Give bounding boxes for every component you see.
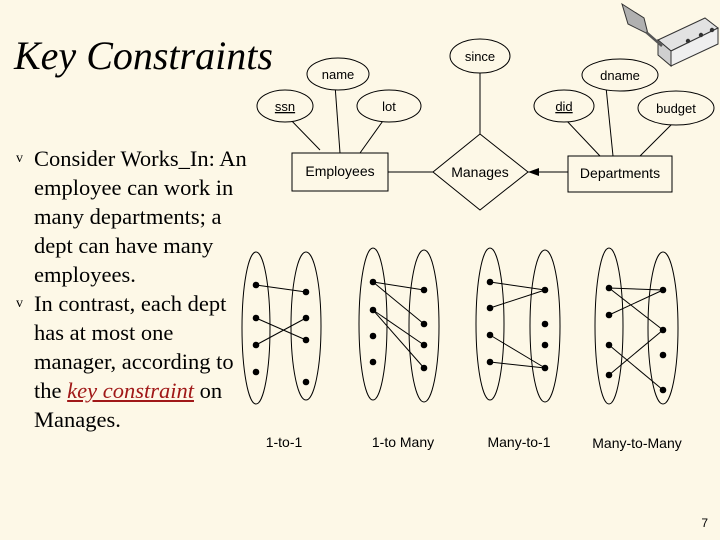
relationship-manages: Manages	[432, 133, 529, 211]
cardinality-diagram-one-to-many: 1-to Many	[358, 247, 440, 450]
attribute-since: since	[449, 38, 511, 74]
attribute-label: lot	[382, 99, 396, 114]
attribute-label: since	[465, 49, 495, 64]
attribute-label: dname	[600, 68, 640, 83]
attribute-label: ssn	[275, 99, 295, 114]
key-constraint-arrowhead-icon	[528, 168, 539, 176]
entity-label: Departments	[580, 165, 660, 181]
bullet-text: In contrast, each dept has at most one m…	[34, 289, 252, 434]
relationship-label: Manages	[451, 164, 509, 180]
attribute-label: did	[555, 99, 572, 114]
bullet-text-after: on Manages.	[34, 378, 223, 432]
attribute-budget: budget	[637, 90, 715, 126]
bullet-list: v Consider Works_In: An employee can wor…	[16, 144, 252, 434]
cardinality-label: Many-to-1	[487, 434, 550, 450]
cardinality-diagram-many-to-many: Many-to-Many	[592, 247, 682, 451]
bullet-text-before: In contrast, each dept has at most one m…	[34, 291, 234, 403]
cardinality-diagram-one-to-one: 1-to-1	[241, 251, 322, 450]
entity-departments: Departments	[567, 155, 673, 193]
entity-label: Employees	[305, 163, 374, 179]
bullet-marker-icon: v	[16, 151, 23, 166]
bullet-item-manages: v In contrast, each dept has at most one…	[16, 289, 252, 434]
slide-title: Key Constraints	[14, 33, 273, 78]
cardinality-label: 1-to-1	[266, 434, 303, 450]
bullet-marker-icon: v	[16, 296, 23, 311]
attribute-did: did	[533, 89, 595, 123]
attribute-name: name	[306, 57, 370, 91]
bullet-item-works-in: v Consider Works_In: An employee can wor…	[16, 144, 252, 289]
attribute-label: name	[322, 67, 355, 82]
bullet-text: Consider Works_In: An employee can work …	[34, 146, 247, 287]
cardinality-label: Many-to-Many	[592, 435, 681, 451]
page-number: 7	[701, 516, 708, 530]
cardinality-label: 1-to Many	[372, 434, 434, 450]
logo-icon	[621, 2, 719, 68]
attribute-dname: dname	[581, 58, 659, 92]
cardinality-diagram-many-to-one: Many-to-1	[475, 247, 561, 450]
attribute-lot: lot	[356, 89, 422, 123]
attribute-ssn: ssn	[256, 89, 314, 123]
entity-employees: Employees	[291, 152, 389, 192]
key-constraint-term: key constraint	[67, 378, 194, 403]
attribute-label: budget	[656, 101, 696, 116]
